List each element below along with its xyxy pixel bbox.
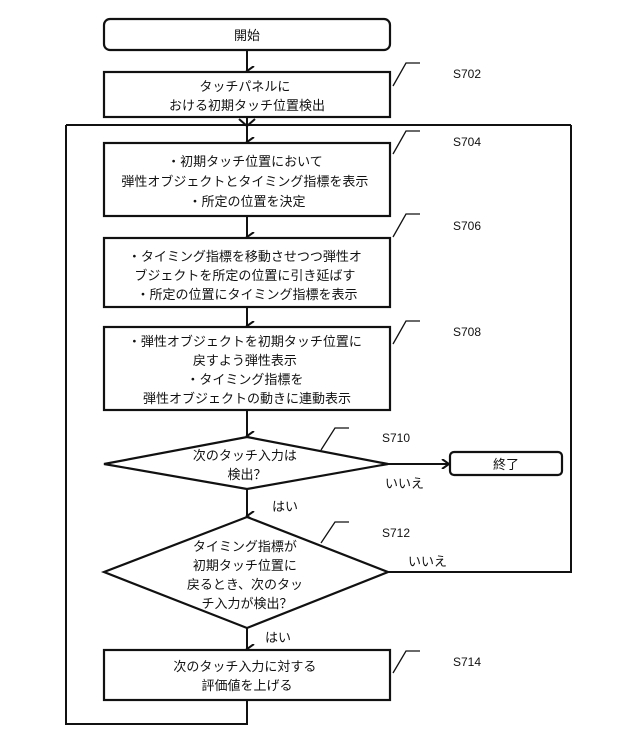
text-line: 評価値を上げる <box>201 678 292 694</box>
label-s702: S702 <box>453 67 481 81</box>
text-line: 戻すよう弾性表示 <box>193 354 297 369</box>
text-line: タイミング指標が <box>193 540 297 555</box>
text-line: ・所定の位置を決定 <box>188 195 305 210</box>
leader-s708 <box>393 321 420 344</box>
text-line: 次のタッチ入力に対する <box>173 659 316 675</box>
text-line: チ入力が検出？ <box>201 597 292 612</box>
start-label: 開始 <box>234 29 260 44</box>
text-line: ・タイミング指標を <box>186 373 303 388</box>
s710-yes-label: はい <box>272 500 298 515</box>
text-line: ブジェクトを所定の位置に引き延ばす <box>134 268 355 284</box>
text-line: 検出？ <box>227 468 266 483</box>
text-line: おける初期タッチ位置検出 <box>169 99 325 114</box>
label-s714: S714 <box>453 655 481 669</box>
label-s710: S710 <box>382 431 410 445</box>
label-s708: S708 <box>453 325 481 339</box>
text-line: ・初期タッチ位置において <box>167 155 323 170</box>
s712-yes-label: はい <box>265 631 291 646</box>
label-s712: S712 <box>382 526 410 540</box>
text-line: 次のタッチ入力は <box>193 448 297 464</box>
step-s706-text: ・タイミング指標を移動させつつ弾性オ ブジェクトを所定の位置に引き延ばす ・所定… <box>128 250 366 303</box>
s710-no-label: いいえ <box>385 477 424 492</box>
text-line: ・所定の位置にタイミング指標を表示 <box>136 288 357 303</box>
text-line: タッチパネルに <box>199 80 290 95</box>
text-line: ・タイミング指標を移動させつつ弾性オ <box>128 250 362 265</box>
leader-s712 <box>321 522 349 543</box>
end-label: 終了 <box>493 457 519 473</box>
text-line: 戻るとき、次のタッ <box>187 577 303 593</box>
text-line: 弾性オブジェクトの動きに連動表示 <box>143 391 351 407</box>
leader-s704 <box>393 131 420 154</box>
label-s706: S706 <box>453 219 481 233</box>
leader-s706 <box>393 214 420 237</box>
loop-no-s712 <box>388 125 571 572</box>
text-line: ・弾性オブジェクトを初期タッチ位置に <box>128 334 362 350</box>
label-s704: S704 <box>453 135 481 149</box>
leader-s710 <box>321 428 349 450</box>
text-line: 初期タッチ位置に <box>193 559 297 574</box>
leader-s702 <box>393 63 420 86</box>
leader-s714 <box>393 651 420 673</box>
text-line: 弾性オブジェクトとタイミング指標を表示 <box>121 174 368 190</box>
s712-no-label: いいえ <box>408 555 447 570</box>
